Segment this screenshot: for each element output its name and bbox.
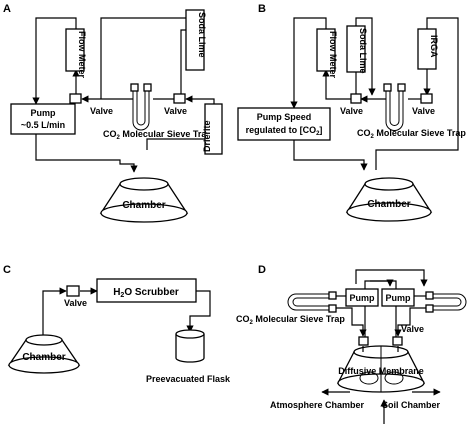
- panel-c-chamber-label: Chamber: [22, 352, 65, 363]
- panel-a-tube-drierite-to-valve: [185, 95, 215, 104]
- panel-d-tube-right-riser: [370, 280, 397, 340]
- panel-b-pump-label-line2: regulated to [CO2]: [246, 125, 323, 137]
- panel-d-pump-right: [381, 288, 415, 307]
- panel-b-irga-box: [417, 28, 437, 70]
- panel-d-pump-left-label: Pump: [349, 293, 375, 303]
- panel-b-tube-valve-to-flowmeter: [322, 69, 352, 100]
- panel-c-chamber: [7, 334, 81, 374]
- panel-d-membrane-label: Diffusive Membrane: [338, 366, 424, 376]
- panel-b-trap-label: CO2 Molecular Sieve Trap: [357, 128, 466, 140]
- panel-c-tube-scrubber-to-flask: [186, 290, 211, 333]
- panel-a-soda-lime-label: Soda Lime: [197, 12, 207, 58]
- panel-b-valve-right-label: Valve: [412, 106, 435, 116]
- panel-d-letter: D: [258, 264, 266, 276]
- panel-b-letter: B: [258, 3, 266, 15]
- panel-a-valve-right: [173, 93, 186, 104]
- panel-d: D Pump Pump Valve CO2 M: [236, 264, 467, 424]
- panel-d-pump-left: [345, 288, 379, 307]
- panel-b-chamber-label: Chamber: [367, 199, 410, 210]
- panel-d-tube-trap-left-to-valve: [336, 307, 367, 337]
- panel-d-valve-right: [392, 336, 403, 346]
- panel-d-trap-left: [287, 291, 337, 313]
- panel-a-flow-meter-box: [65, 28, 85, 72]
- panel-c-flask: [175, 329, 205, 363]
- panel-d-trap-label: CO2 Molecular Sieve Trap: [236, 314, 345, 326]
- panel-d-trap-right: [425, 291, 467, 313]
- panel-b-flow-meter-label: Flow Meter: [328, 31, 338, 79]
- panel-b-valve-left: [350, 93, 362, 104]
- panel-a-chamber: [99, 177, 189, 223]
- panel-a-valve-right-label: Valve: [164, 106, 187, 116]
- panel-b-flow-meter-box: [316, 28, 336, 72]
- panel-a-pump-label-line1: Pump: [30, 108, 56, 118]
- panel-b-soda-lime-label: Soda Lime: [358, 28, 368, 74]
- panel-d-valve-left: [358, 336, 369, 346]
- panel-d-valve-label: Valve: [401, 324, 424, 334]
- panel-a-drierite-label: Drierite: [202, 120, 212, 152]
- panel-b-soda-lime-box: [346, 25, 366, 73]
- panel-c-scrubber-label: H2O Scrubber: [113, 287, 179, 299]
- panel-b-tube-pump-to-chamber: [293, 140, 368, 171]
- panel-a-tube-pump-to-chamber: [35, 134, 138, 173]
- panel-c-flask-label: Preevacuated Flask: [146, 374, 231, 384]
- panel-d-pump-right-label: Pump: [385, 293, 411, 303]
- panel-b-molecular-sieve-trap: [383, 83, 406, 131]
- panel-a-soda-lime-box: [185, 9, 205, 71]
- panel-d-tube-top-loop: [355, 269, 428, 287]
- panel-b-pump-label-line1: Pump Speed: [257, 112, 312, 122]
- panel-b-tube-flowmeter-to-pump: [290, 17, 327, 109]
- panel-a-tube-flowmeter-to-pump: [32, 17, 77, 105]
- panel-c-scrubber-box: [96, 278, 197, 303]
- panel-c-valve-label: Valve: [64, 298, 87, 308]
- panel-a-pump-box: [10, 103, 76, 135]
- panel-a: A Flow Meter Soda Lime Valve Valve CO2 M…: [3, 3, 223, 223]
- panel-a-molecular-sieve-trap: [130, 83, 152, 131]
- panel-b-valve-left-label: Valve: [340, 106, 363, 116]
- panel-a-trap-label: CO2 Molecular Sieve Trap: [103, 129, 212, 141]
- panel-a-valve-left-label: Valve: [90, 106, 113, 116]
- panel-a-pump-label-line2: ~0.5 L/min: [21, 120, 65, 130]
- panel-d-chamber: [336, 345, 426, 393]
- panel-c-valve: [66, 285, 80, 297]
- panel-b-tube-sodalime-return: [355, 17, 376, 96]
- panel-b-valve-right: [420, 93, 433, 104]
- panel-a-drierite-box: [204, 103, 223, 155]
- panel-b: B Flow Meter Soda Lime IRGA Valve Valve: [237, 3, 466, 222]
- panel-a-letter: A: [3, 3, 11, 15]
- panel-a-chamber-label: Chamber: [122, 200, 165, 211]
- panel-a-tube-valve-to-sodalime: [180, 29, 186, 94]
- panel-b-pump-box: [237, 107, 331, 141]
- panel-d-soil-label: Soil Chamber: [382, 400, 441, 410]
- panel-d-atmosphere-label: Atmosphere Chamber: [270, 400, 365, 410]
- panel-c: C Valve H2O Scrubber Chamber Preevacuate…: [3, 264, 231, 384]
- panel-a-flow-meter-label: Flow Meter: [77, 31, 87, 79]
- panel-c-letter: C: [3, 264, 11, 276]
- panel-b-chamber: [345, 177, 433, 222]
- panel-b-tube-chamber-to-irga: [375, 17, 459, 170]
- panel-a-valve-left: [69, 93, 82, 104]
- panel-d-tube-trap-right-to-valve: [394, 307, 426, 337]
- panel-c-tube-chamber-to-valve: [42, 287, 67, 338]
- panel-b-irga-label: IRGA: [429, 35, 439, 58]
